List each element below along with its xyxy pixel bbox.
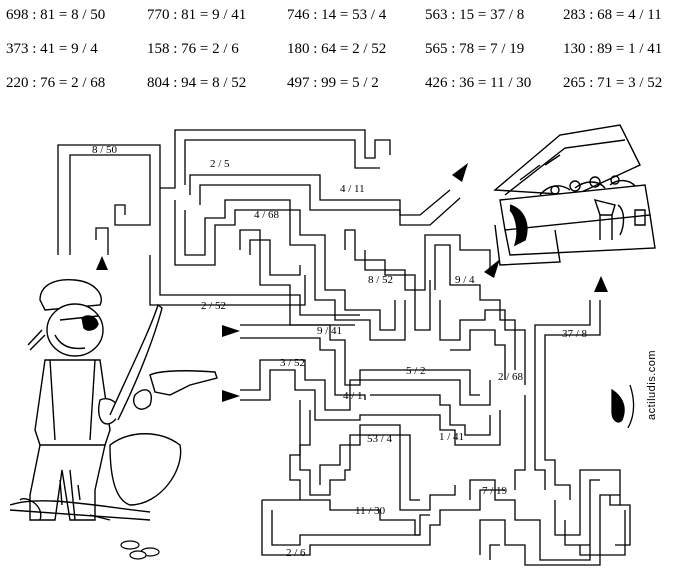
- maze-wall: [514, 395, 526, 490]
- equation-r3c3: 497 : 99 = 5 / 2: [287, 75, 379, 91]
- maze-label-5-2: 5 / 2: [406, 365, 426, 377]
- equation-r1c2: 770 : 81 = 9 / 41: [147, 7, 247, 23]
- maze-wall: [579, 510, 626, 556]
- maze-wall: [434, 244, 516, 370]
- actiludis-logo-icon: [611, 384, 635, 429]
- maze-wall: [544, 300, 601, 355]
- maze-wall: [184, 139, 380, 185]
- arrow-up-right-exit-2: [484, 259, 500, 278]
- maze-wall: [69, 154, 151, 255]
- maze-label-11-30: 11 / 30: [355, 505, 386, 517]
- maze-wall: [239, 229, 306, 306]
- maze-label-4-68: 4 / 68: [254, 209, 280, 221]
- maze-label-3-52: 3 / 52: [280, 357, 305, 369]
- equation-r2c2: 158 : 76 = 2 / 6: [147, 41, 239, 57]
- maze-label-4-1: 4 / 1: [343, 390, 363, 402]
- equation-r1c5: 283 : 68 = 4 / 11: [563, 7, 662, 23]
- maze-wall: [439, 300, 526, 385]
- equation-r2c1: 373 : 41 = 9 / 4: [6, 41, 98, 57]
- maze-label-2-6: 2 / 6: [286, 547, 306, 559]
- maze-label-37-8: 37 / 8: [562, 328, 588, 340]
- maze-wall: [159, 188, 360, 316]
- equation-r1c4: 563 : 15 = 37 / 8: [425, 7, 525, 23]
- maze-wall: [57, 144, 161, 255]
- maze-wall: [261, 489, 505, 556]
- maze-wall: [240, 324, 480, 396]
- maze-wall: [479, 494, 620, 566]
- maze-wall: [199, 184, 461, 226]
- equation-r3c5: 265 : 71 = 3 / 52: [563, 75, 663, 91]
- maze-wall: [289, 400, 301, 500]
- maze-label-9-4: 9 / 4: [455, 274, 475, 286]
- equation-r3c4: 426 : 36 = 11 / 30: [425, 75, 532, 91]
- maze-wall: [262, 499, 420, 536]
- maze-label-4-11: 4 / 11: [340, 183, 365, 195]
- maze-label-2-68: 2 / 68: [498, 371, 524, 383]
- maze-wall: [184, 199, 406, 341]
- equation-r2c5: 130 : 89 = 1 / 41: [563, 41, 663, 57]
- arrow-up-exit-3: [594, 276, 608, 292]
- equation-r3c2: 804 : 94 = 8 / 52: [147, 75, 247, 91]
- maze-label-2-52: 2 / 52: [201, 300, 226, 312]
- equation-r2c3: 180 : 64 = 2 / 52: [287, 41, 387, 57]
- arrow-up-right-exit-1: [452, 163, 468, 182]
- maze-label-8-52: 8 / 52: [368, 274, 393, 286]
- equation-r3c1: 220 : 76 = 2 / 68: [6, 75, 106, 91]
- arrow-right-entry-1: [222, 325, 240, 337]
- maze-wall: [299, 410, 420, 501]
- maze-wall: [450, 329, 506, 380]
- maze-label-1-41: 1 / 41: [439, 431, 464, 443]
- maze-wall: [319, 424, 456, 511]
- maze-wall: [240, 359, 366, 411]
- maze-label-2-5: 2 / 5: [210, 158, 230, 170]
- maze-wall: [370, 394, 491, 436]
- equation-r1c1: 698 : 81 = 8 / 50: [6, 7, 106, 23]
- maze-wall: [534, 300, 591, 345]
- maze-wall: [534, 345, 546, 490]
- maze-label-8-50: 8 / 50: [92, 144, 118, 156]
- maze-wall: [271, 510, 430, 546]
- equation-r2c4: 565 : 78 = 7 / 19: [425, 41, 525, 57]
- maze-label-53-4: 53 / 4: [367, 433, 393, 445]
- maze-label-9-41: 9 / 41: [317, 325, 342, 337]
- arrow-up-start: [96, 256, 108, 270]
- maze-wall: [249, 239, 301, 276]
- pirate-illustration: [9, 278, 218, 521]
- actiludis-logo-text: actiludis.com: [646, 349, 658, 420]
- maze-wall: [469, 479, 600, 561]
- maze-wall: [554, 469, 621, 536]
- maze-wall: [189, 174, 451, 216]
- maze-wall: [95, 227, 109, 255]
- maze-wall: [544, 355, 571, 500]
- maze-wall: [344, 229, 431, 331]
- maze-wall: [489, 544, 500, 560]
- maze-label-7-19: 7 / 19: [482, 485, 508, 497]
- treasure-chest-illustration: [493, 124, 656, 266]
- coin-pile-illustration: [120, 540, 160, 560]
- arrow-right-entry-2: [222, 390, 240, 402]
- maze-wall: [174, 200, 396, 331]
- maze-wall: [160, 129, 391, 189]
- maze-wall: [564, 520, 590, 546]
- maze-wall: [240, 369, 501, 446]
- maze-wall: [364, 234, 491, 291]
- equation-r1c3: 746 : 14 = 53 / 4: [287, 7, 387, 23]
- maze-wall: [615, 504, 631, 546]
